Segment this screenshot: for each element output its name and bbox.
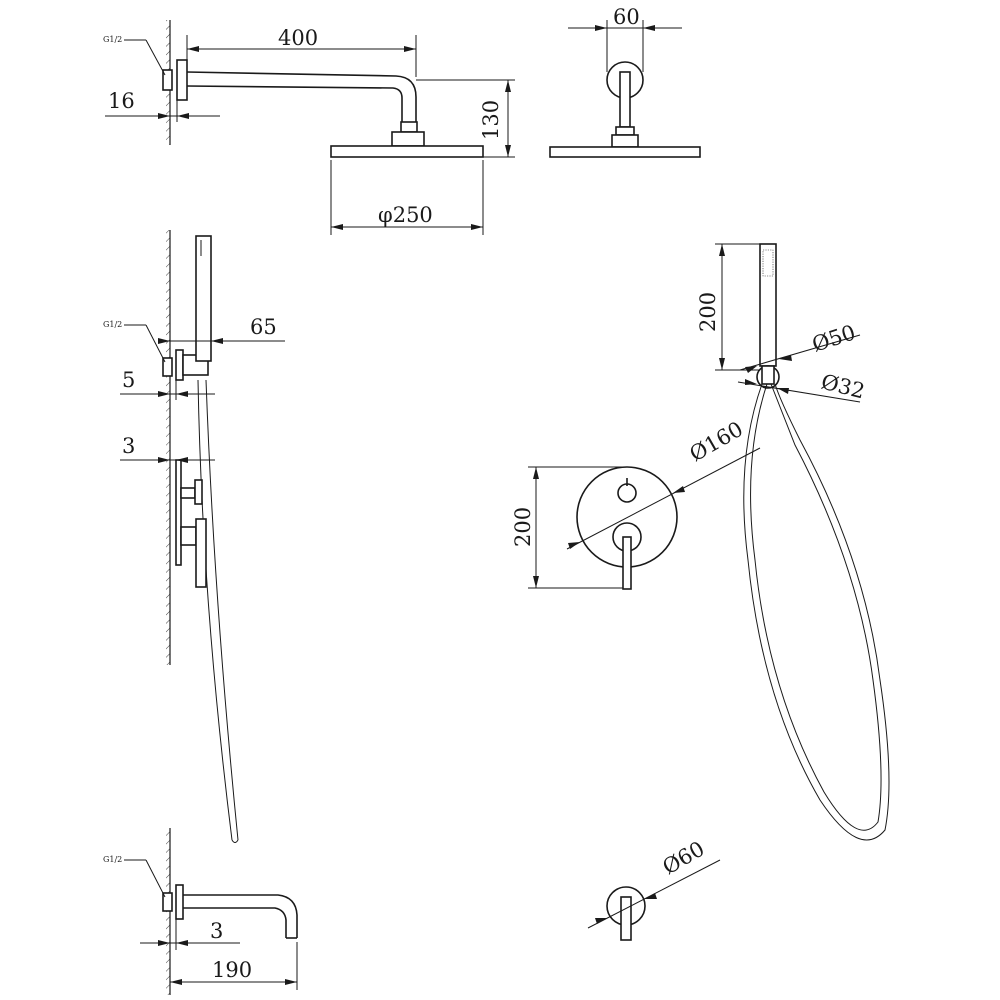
arrow-spout-60-left (595, 918, 608, 924)
spout-outline-lower (183, 907, 287, 938)
arrow-65-right (211, 338, 223, 344)
arrow-3-spout-right (176, 940, 188, 946)
spout-side-view: G1/2 3 190 (103, 828, 298, 995)
arrow-200-mixer-bottom (533, 576, 539, 588)
arrow-50-right (779, 355, 792, 361)
dim-label-130: 130 (479, 100, 503, 140)
thread-fitting-top (162, 69, 173, 91)
head-mount (391, 131, 425, 147)
spout-body-front (620, 896, 632, 941)
arrow-60-left (595, 25, 607, 31)
arrow-spout-60-right (644, 893, 657, 899)
hose-front-outer (743, 383, 890, 841)
arrow-130-top (505, 80, 511, 92)
dim-label-190: 190 (212, 958, 252, 982)
arrow-3-mixer-right (176, 457, 188, 463)
head-mount-front (611, 134, 639, 148)
arrow-190-right (285, 979, 297, 985)
dim-line-160 (566, 447, 761, 550)
thread-label-middle: G1/2 (103, 320, 122, 329)
arrow-160-right (673, 486, 685, 493)
dim-label-250: φ250 (378, 203, 433, 227)
arm-wall-flange (176, 59, 188, 101)
hand-shower-mixer-side-view: G1/2 65 5 3 (103, 230, 285, 843)
dim-line-50 (739, 334, 861, 371)
hose-front-inner (750, 383, 882, 831)
spout-front-view: Ø60 (587, 837, 721, 941)
arrow-400-right (404, 46, 416, 52)
holder-wall-plate (175, 349, 184, 381)
arrow-250-right (471, 224, 483, 230)
arrow-190-left (170, 979, 182, 985)
leader-diag-top (145, 39, 166, 76)
wall-hatch-middle (166, 230, 170, 665)
hose-side (197, 379, 239, 841)
mixer-lever-side (195, 518, 207, 588)
dim-label-3-mixer: 3 (122, 434, 135, 458)
arrow-16-right (177, 113, 189, 119)
arrow-16-left (158, 113, 170, 119)
dim-label-160: Ø160 (686, 417, 748, 466)
dim-label-16: 16 (108, 89, 135, 113)
dim-label-3-spout: 3 (210, 919, 223, 943)
hand-shower-side (195, 235, 212, 362)
thread-fitting-middle (162, 357, 173, 377)
mixer-plate-side (175, 459, 182, 566)
dim-label-32: Ø32 (819, 370, 867, 404)
shower-arm-front-view: 60 (549, 5, 701, 158)
leader-diag-middle (145, 324, 166, 363)
thread-label-top: G1/2 (103, 35, 122, 44)
dim-label-65: 65 (250, 315, 277, 339)
dim-label-60: 60 (613, 5, 640, 29)
shower-head-front (549, 146, 701, 158)
arrow-5-left (158, 391, 170, 397)
arrow-32-left (745, 379, 757, 385)
diverter-knob-front (617, 483, 637, 503)
dim-label-spout-60: Ø60 (659, 837, 709, 880)
spout-wall-flange (175, 884, 184, 920)
arrow-60-right (643, 25, 655, 31)
arrow-250-left (331, 224, 343, 230)
dim-label-200-hand: 200 (696, 292, 720, 332)
mixer-body (180, 526, 197, 546)
arrow-65-left (158, 338, 170, 344)
spray-nozzles (762, 249, 774, 277)
arrow-200-hand-top (719, 244, 725, 256)
mixer-lever-front (622, 536, 632, 590)
arrow-200-hand-bottom (719, 358, 725, 370)
arm-connector-front (615, 126, 635, 136)
arrow-130-bottom (505, 145, 511, 157)
arm-stem-front (619, 71, 631, 128)
dim-line-32 (737, 381, 861, 403)
arrow-160-left (568, 542, 580, 549)
leader-diag-bottom (145, 859, 166, 898)
shower-head-side (330, 145, 484, 158)
hand-shower-front-view: 200 Ø50 Ø32 (696, 243, 890, 841)
arrow-5-right (176, 391, 188, 397)
dim-label-200-mixer: 200 (511, 507, 535, 547)
spout-outline-upper (183, 894, 298, 938)
dim-label-400: 400 (278, 26, 318, 50)
arrow-3-spout-left (158, 940, 170, 946)
hose-connector-front (761, 365, 775, 385)
arrow-50-left (745, 366, 757, 373)
arrow-200-mixer-top (533, 467, 539, 479)
diverter-body (180, 487, 196, 499)
shower-arm-side-view: G1/2 400 16 130 φ250 (103, 20, 515, 235)
arm-connector (400, 121, 418, 133)
diverter-knob (194, 479, 203, 505)
arrow-3-mixer-left (158, 457, 170, 463)
mixer-front-view: 200 Ø160 (511, 417, 761, 590)
arrow-400-left (187, 46, 199, 52)
thread-label-bottom: G1/2 (103, 855, 122, 864)
arm-outline-upper (186, 71, 417, 122)
arm-outline-lower (186, 85, 403, 122)
dim-label-50: Ø50 (809, 320, 858, 356)
hose-side-end (231, 839, 239, 843)
dim-label-5: 5 (122, 368, 135, 392)
arrow-32-right (777, 388, 789, 394)
thread-fitting-bottom (162, 892, 173, 912)
